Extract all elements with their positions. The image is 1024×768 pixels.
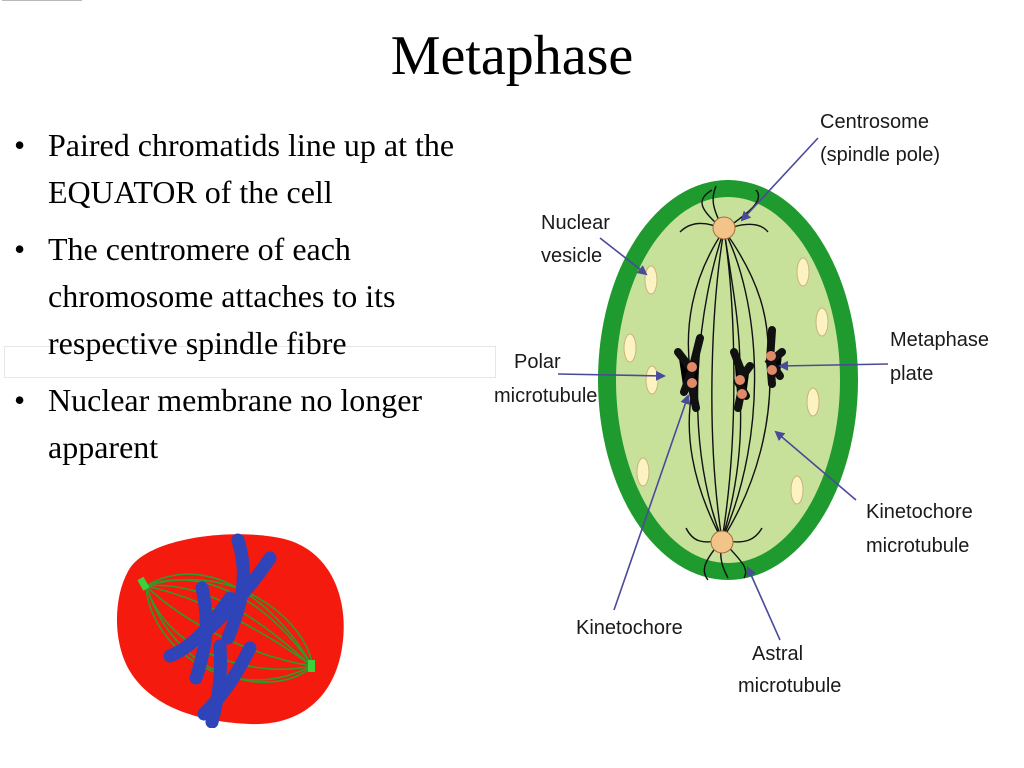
label-kinetochore: Kinetochore xyxy=(576,617,683,639)
bullet-item: • Paired chromatids line up at the EQUAT… xyxy=(14,122,494,216)
label-centrosome-sub: (spindle pole) xyxy=(820,144,940,166)
label-nuclear: Nuclear xyxy=(541,212,610,234)
bullet-text: Paired chromatids line up at the EQUATOR… xyxy=(48,127,455,210)
bullet-item: • The centromere of each chromosome atta… xyxy=(14,226,494,367)
bullet-item: • Nuclear membrane no longer apparent xyxy=(14,377,494,471)
metaphase-cell-illustration xyxy=(116,533,344,728)
bullet-list: • Paired chromatids line up at the EQUAT… xyxy=(14,122,494,481)
label-arrows xyxy=(557,137,889,641)
centrosome-left xyxy=(137,576,150,591)
chromosomes xyxy=(163,533,277,728)
bullet-icon: • xyxy=(14,127,26,163)
label-metaphase-sub: plate xyxy=(890,363,933,385)
slide-title: Metaphase xyxy=(390,25,634,87)
bullet-icon: • xyxy=(14,382,26,418)
label-astral-sub: microtubule xyxy=(738,675,841,697)
bullet-text: The centromere of each chromosome attach… xyxy=(48,231,396,361)
label-metaphase: Metaphase xyxy=(890,329,989,351)
spindle-fibers xyxy=(145,573,313,683)
label-centrosome: Centrosome xyxy=(820,111,929,133)
diagram-labels: Centrosome (spindle pole) Nuclear vesicl… xyxy=(494,111,989,697)
centrosome-top xyxy=(712,216,736,240)
corner-mark xyxy=(2,0,82,5)
placeholder-box xyxy=(4,346,496,378)
label-nuclear-sub: vesicle xyxy=(541,245,602,267)
bullet-text: Nuclear membrane no longer apparent xyxy=(48,382,423,465)
bullet-icon: • xyxy=(14,231,26,267)
cytoplasm xyxy=(616,197,840,563)
nuclear-vesicles xyxy=(623,257,829,505)
label-polar-sub: microtubule xyxy=(494,385,597,407)
centrosome-right xyxy=(308,660,315,672)
label-polar: Polar xyxy=(514,351,561,373)
label-kinetochore-mt: Kinetochore xyxy=(866,501,973,523)
centrosome-bottom xyxy=(710,530,734,554)
label-kinetochore-mt-sub: microtubule xyxy=(866,535,969,557)
kinetochores xyxy=(687,351,777,399)
label-astral: Astral xyxy=(752,643,803,665)
